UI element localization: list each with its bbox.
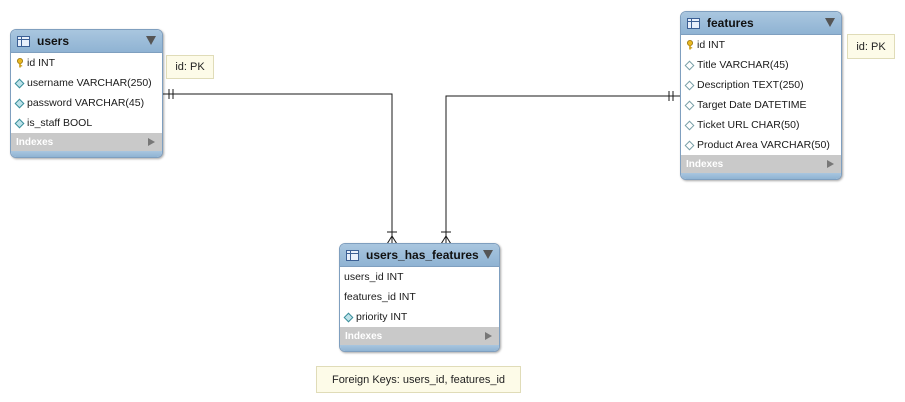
column-label: features_id INT [344,291,416,303]
table-header[interactable]: users [11,30,162,53]
column-label: password VARCHAR(45) [27,97,145,109]
relationship-line-users [163,93,393,244]
column-label: is_staff BOOL [27,117,93,129]
table-features[interactable]: features id INT Title VARCHAR(45) Descri… [680,11,842,180]
table-icon [687,17,700,29]
primary-key-icon [685,40,694,50]
table-users-has-features[interactable]: users_has_features users_id INT features… [339,243,500,352]
column-diamond-icon [343,312,354,322]
many-crow-foot-right [445,235,452,245]
collapse-arrow-icon[interactable] [483,250,493,259]
column-diamond-icon [14,98,25,108]
note-text: id: PK [175,61,205,73]
note-text: Foreign Keys: users_id, features_id [331,373,506,386]
column-row[interactable]: Title VARCHAR(45) [681,55,841,75]
collapse-arrow-icon[interactable] [146,36,156,45]
table-footer [340,345,499,351]
column-row[interactable]: password VARCHAR(45) [11,93,162,113]
table-title: features [707,16,754,30]
indexes-label: Indexes [686,158,724,170]
nullable-diamond-icon [684,120,695,130]
table-title: users [37,34,70,48]
primary-key-icon [15,58,24,68]
column-row[interactable]: Description TEXT(250) [681,75,841,95]
relationship-line-features [445,95,680,244]
table-header[interactable]: features [681,12,841,35]
table-title: users_has_features [366,248,479,262]
column-label: id INT [27,57,56,69]
relationship-users-to-users-has-features [163,89,398,245]
nullable-diamond-icon [684,60,695,70]
indexes-label: Indexes [345,330,383,342]
column-diamond-icon [14,118,25,128]
column-row[interactable]: Product Area VARCHAR(50) [681,135,841,155]
column-label: username VARCHAR(250) [27,77,152,89]
table-header[interactable]: users_has_features [340,244,499,267]
column-row[interactable]: username VARCHAR(250) [11,73,162,93]
expand-arrow-icon[interactable] [827,160,834,168]
nullable-diamond-icon [684,140,695,150]
column-row[interactable]: Ticket URL CHAR(50) [681,115,841,135]
note-users-pk[interactable]: id: PK [166,55,214,79]
table-icon [17,35,30,47]
table-footer [11,151,162,157]
column-label: priority INT [356,311,408,323]
column-row[interactable]: id INT [11,53,162,73]
table-icon [346,249,359,261]
nullable-diamond-icon [684,100,695,110]
column-row[interactable]: features_id INT [340,287,499,307]
indexes-section[interactable]: Indexes [340,327,499,345]
expand-arrow-icon[interactable] [148,138,155,146]
indexes-section[interactable]: Indexes [681,155,841,173]
column-label: Ticket URL CHAR(50) [697,119,800,131]
table-users[interactable]: users id INT username VARCHAR(250) passw… [10,29,163,158]
column-row[interactable]: priority INT [340,307,499,327]
column-row[interactable]: Target Date DATETIME [681,95,841,115]
many-crow-foot-left [440,235,447,245]
collapse-arrow-icon[interactable] [825,18,835,27]
column-label: users_id INT [344,271,404,283]
nullable-diamond-icon [684,80,695,90]
indexes-section[interactable]: Indexes [11,133,162,151]
column-diamond-icon [14,78,25,88]
column-row[interactable]: users_id INT [340,267,499,287]
column-row[interactable]: id INT [681,35,841,55]
note-text: id: PK [856,40,886,53]
table-footer [681,173,841,179]
note-features-pk[interactable]: id: PK [847,34,895,59]
column-label: id INT [697,39,726,51]
indexes-label: Indexes [16,136,54,148]
expand-arrow-icon[interactable] [485,332,492,340]
column-label: Product Area VARCHAR(50) [697,139,830,151]
many-crow-foot-right [391,235,398,245]
note-foreign-keys[interactable]: Foreign Keys: users_id, features_id [316,366,521,393]
relationship-features-to-users-has-features [440,91,680,245]
column-label: Title VARCHAR(45) [697,59,789,71]
column-row[interactable]: is_staff BOOL [11,113,162,133]
column-label: Target Date DATETIME [697,99,807,111]
column-label: Description TEXT(250) [697,79,804,91]
many-crow-foot-left [386,235,393,245]
